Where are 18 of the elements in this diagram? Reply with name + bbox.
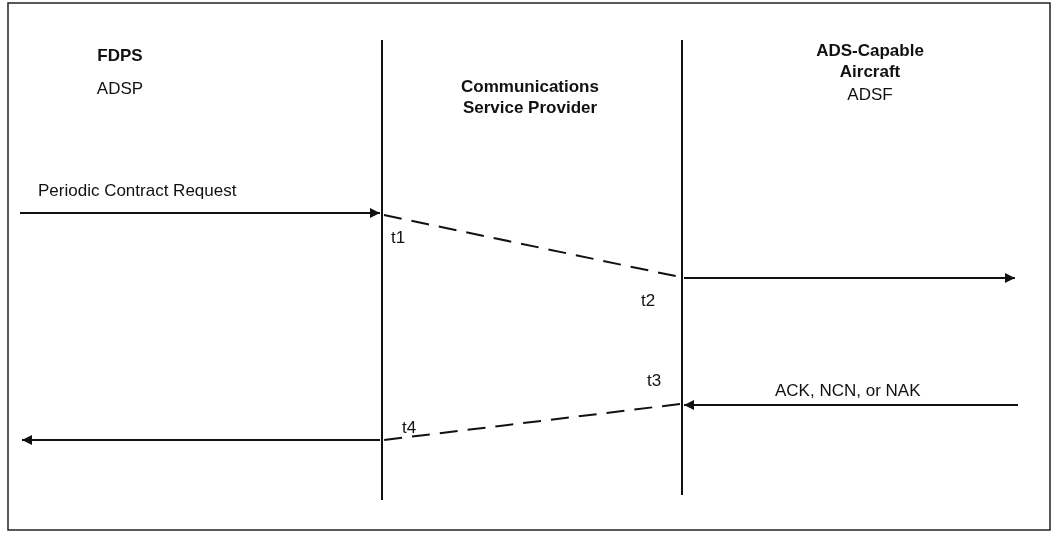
message-label: ACK, NCN, or NAK bbox=[775, 380, 921, 401]
message-arrow bbox=[21, 435, 381, 445]
time-mark: t4 bbox=[402, 417, 417, 438]
message-label: Periodic Contract Request bbox=[38, 180, 237, 201]
message-arrow bbox=[683, 400, 1019, 410]
participant-name: ADS-Capable Aircraft bbox=[815, 40, 925, 82]
lifeline bbox=[381, 40, 383, 500]
participant-name: Communications Service Provider bbox=[460, 76, 600, 118]
participant-role: ADSP bbox=[95, 78, 145, 99]
message-arrow bbox=[683, 273, 1016, 283]
participant-role: ADSF bbox=[846, 84, 894, 105]
message-arrow bbox=[19, 208, 381, 218]
time-mark: t2 bbox=[641, 290, 656, 311]
lifeline bbox=[681, 40, 683, 495]
time-mark: t3 bbox=[647, 370, 662, 391]
participant-name: FDPS bbox=[96, 45, 144, 66]
dashed-message-line bbox=[383, 403, 681, 441]
time-mark: t1 bbox=[391, 227, 406, 248]
